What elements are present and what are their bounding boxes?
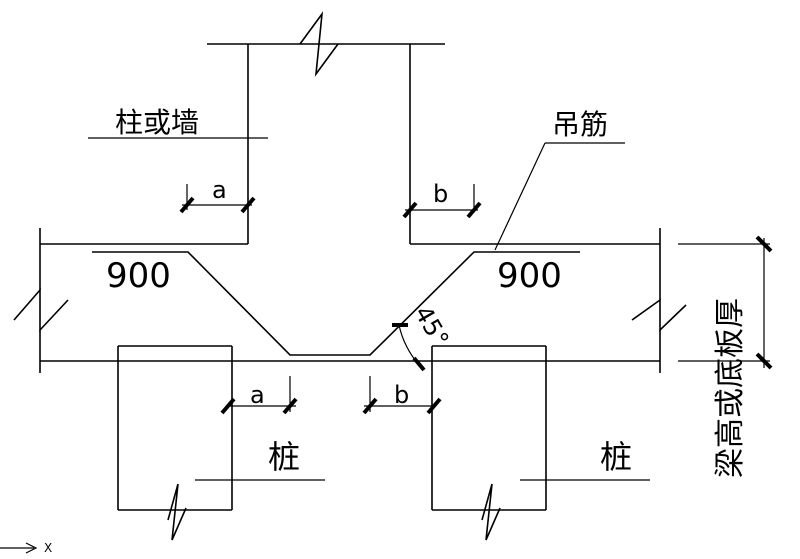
column-above xyxy=(207,11,445,244)
beam-depth-vertical-label: 梁高或底板厚 xyxy=(713,298,748,478)
x-axis-indicator: X xyxy=(0,541,52,555)
pile-right xyxy=(431,345,650,541)
dimension-a-top xyxy=(179,184,256,214)
dim-a-top-label: a xyxy=(212,176,227,204)
column-or-wall-label: 柱或墙 xyxy=(115,106,199,139)
dim-b-top-label: b xyxy=(433,180,448,208)
dimension-b-bottom xyxy=(362,376,442,415)
hanger-bar-label: 吊筋 xyxy=(552,108,608,141)
pile-left-label: 桩 xyxy=(268,438,300,476)
pile-left xyxy=(117,345,325,541)
angle-45-marker xyxy=(392,323,426,372)
width-900-left: 900 xyxy=(106,256,171,296)
dimension-a-bottom xyxy=(220,376,298,415)
width-900-right: 900 xyxy=(497,256,562,296)
dim-b-bottom-label: b xyxy=(394,381,409,409)
pile-right-label: 桩 xyxy=(600,438,632,476)
dim-a-bottom-label: a xyxy=(250,381,265,409)
hanger-bar xyxy=(92,142,625,356)
beam-slab xyxy=(13,228,687,373)
dimension-beam-depth xyxy=(678,235,773,370)
angle-45-label: 45° xyxy=(409,301,455,352)
dimension-b-top xyxy=(402,184,482,219)
x-axis-label: X xyxy=(44,541,52,555)
